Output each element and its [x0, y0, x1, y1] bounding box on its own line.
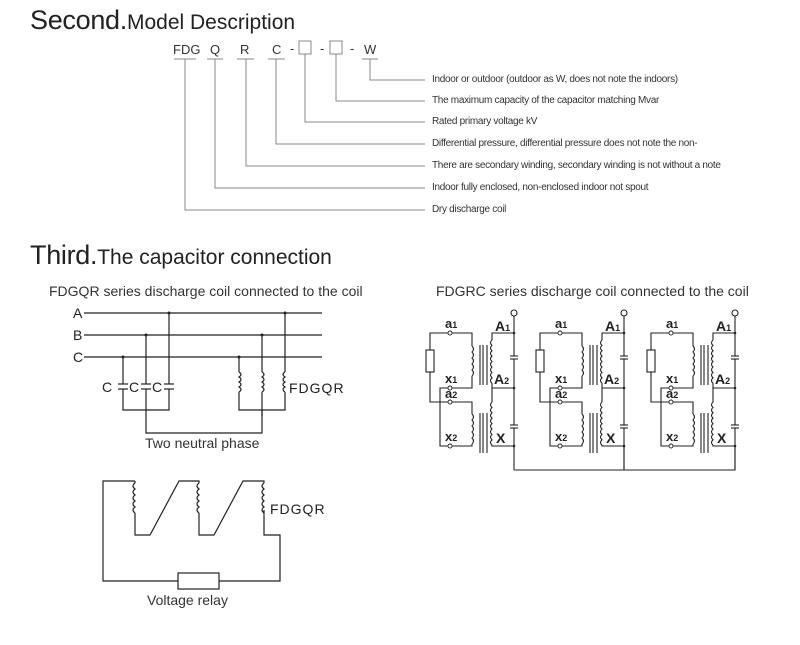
phase-b-label: B [73, 327, 82, 343]
svg-text:x1: x1 [555, 371, 567, 386]
voltage-relay-caption: Voltage relay [147, 592, 228, 608]
svg-text:x2: x2 [666, 429, 678, 444]
svg-text:a2: a2 [555, 386, 567, 401]
desc-fdg: Dry discharge coil [432, 204, 507, 215]
svg-text:a1: a1 [666, 316, 678, 331]
fdgrc-connection-diagram: a1 x1 a2 x2 A1 A2 X a1 x1 a2 x2 A1 A2 X … [425, 309, 740, 471]
model-code-diagram: FDG Q R C - - - W [173, 40, 425, 211]
svg-text:x2: x2 [555, 429, 567, 444]
svg-text:A1: A1 [716, 318, 731, 334]
coil-symbol-2 [260, 371, 265, 393]
section-third-title: The capacitor connection [97, 246, 332, 269]
svg-text:A1: A1 [605, 318, 620, 334]
section-second-title: Model Description [126, 11, 296, 34]
capacitor-label-3: C [152, 379, 162, 395]
section-second-heading: Second.Model Description [30, 5, 295, 36]
fdgqr-connection-diagram: A B C C C [73, 305, 345, 434]
code-dash-1: - [290, 41, 294, 56]
svg-text:a2: a2 [666, 386, 678, 401]
leader-q [214, 59, 425, 189]
svg-text:A1: A1 [495, 318, 510, 334]
fdgrc-unit-1 [425, 309, 519, 471]
relay-coil-2 [196, 482, 200, 514]
leader-r [245, 59, 425, 167]
code-fdg: FDG [173, 42, 200, 57]
svg-text:A2: A2 [715, 371, 730, 387]
fdgrc-common-bus [514, 446, 736, 471]
leader-capacity [335, 54, 425, 102]
code-box-voltage [298, 40, 312, 55]
code-dash-3: - [350, 41, 354, 56]
svg-text:x2: x2 [445, 429, 457, 444]
unit-1-labels: a1 x1 a2 x2 A1 A2 X [445, 316, 510, 446]
phase-c-label: C [73, 349, 83, 365]
capacitor-label-1: C [102, 379, 112, 395]
svg-text:X: X [606, 430, 616, 446]
section-third-heading: Third.The capacitor connection [30, 240, 332, 271]
fdgqr-coil-label: FDGQR [289, 380, 345, 396]
leader-voltage [304, 54, 425, 123]
code-box-capacity [329, 40, 343, 55]
svg-text:A2: A2 [604, 371, 619, 387]
relay-coil-label: FDGQR [270, 501, 326, 517]
leader-w [369, 59, 425, 81]
desc-r: There are secondary winding, secondary w… [432, 160, 721, 171]
capacitor-symbols [118, 383, 174, 392]
desc-w: Indoor or outdoor (outdoor as W, does no… [432, 74, 678, 85]
svg-text:x1: x1 [445, 371, 457, 386]
code-q: Q [210, 42, 220, 57]
leader-fdg [184, 59, 425, 211]
code-w: W [364, 42, 377, 57]
fdgqr-caption: FDGQR series discharge coil connected to… [49, 283, 363, 299]
voltage-relay-symbol [177, 572, 220, 590]
section-third-number: Third. [30, 240, 98, 270]
capacitor-label-2: C [129, 379, 139, 395]
svg-text:A2: A2 [494, 371, 509, 387]
svg-text:a2: a2 [445, 386, 457, 401]
code-c: C [272, 42, 281, 57]
desc-voltage: Rated primary voltage kV [432, 116, 538, 127]
desc-capacity: The maximum capacity of the capacitor ma… [432, 95, 660, 106]
coil-symbol-1 [237, 371, 242, 393]
section-second-number: Second. [30, 5, 127, 35]
unit-3-labels: a1 x1 a2 x2 A1 A2 X [666, 316, 731, 446]
svg-text:X: X [717, 430, 727, 446]
desc-c: Differential pressure, differential pres… [432, 138, 698, 149]
desc-q: Indoor fully enclosed, non-enclosed indo… [432, 182, 649, 193]
code-r: R [240, 42, 249, 57]
code-dash-2: - [320, 41, 324, 56]
neutral-caption: Two neutral phase [145, 435, 260, 451]
fdgrc-unit-2 [535, 309, 629, 471]
fdgrc-unit-3 [646, 309, 740, 471]
svg-text:a1: a1 [555, 316, 567, 331]
svg-text:X: X [496, 430, 506, 446]
svg-text:a1: a1 [445, 316, 457, 331]
svg-text:x1: x1 [666, 371, 678, 386]
unit-2-labels: a1 x1 a2 x2 A1 A2 X [555, 316, 620, 446]
fdgrc-caption: FDGRC series discharge coil connected to… [436, 283, 749, 299]
leader-c [275, 59, 425, 145]
voltage-relay-diagram: FDGQR [102, 480, 326, 590]
relay-coil-1 [132, 482, 136, 514]
phase-a-label: A [73, 305, 83, 321]
relay-coil-3 [261, 482, 265, 514]
coil-symbol-3 [282, 371, 287, 393]
